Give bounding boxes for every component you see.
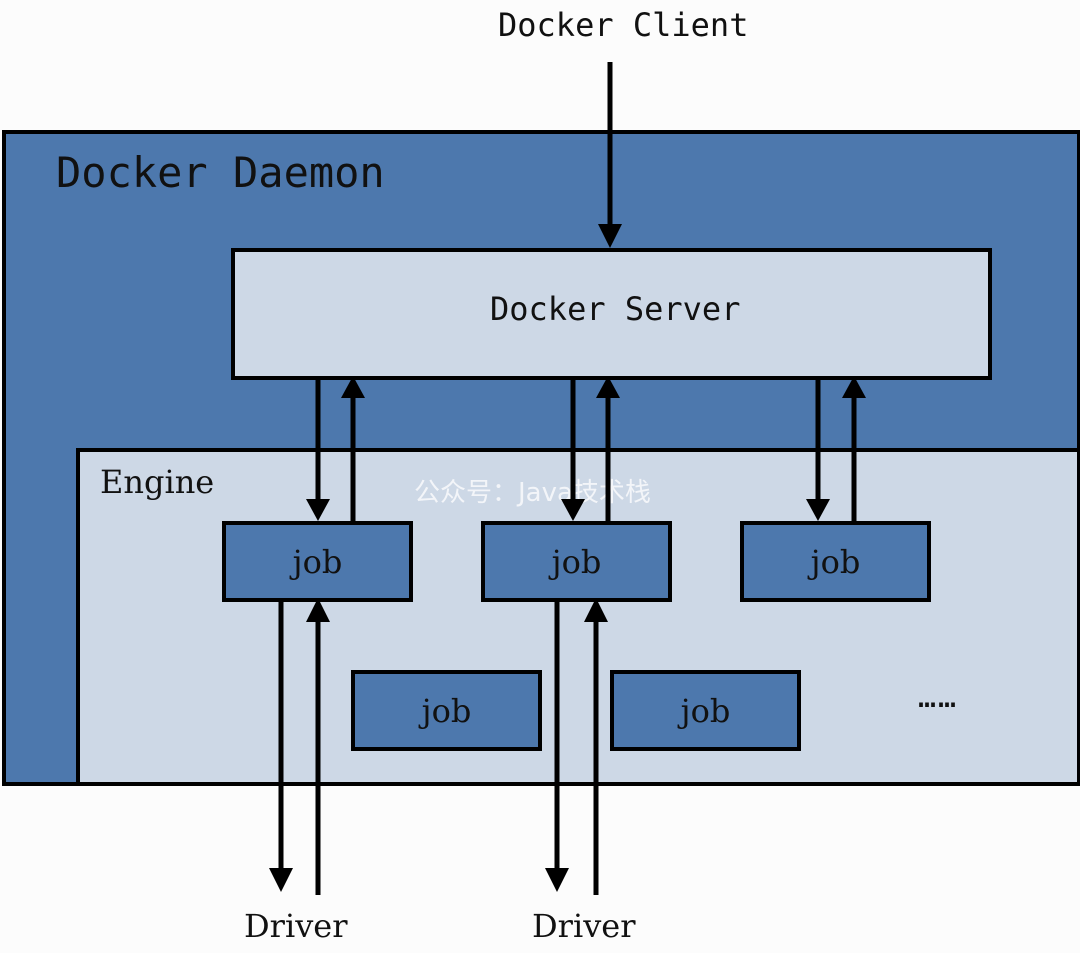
job1-to-driver1-arrowhead — [269, 868, 293, 892]
driver-label-1: Driver — [244, 907, 348, 945]
driver-label-2: Driver — [532, 907, 636, 945]
job-box-3: job — [740, 521, 931, 602]
job-box-4: job — [351, 670, 542, 751]
more-jobs-ellipsis: …… — [918, 680, 959, 715]
docker-server-box — [231, 248, 992, 380]
docker-client-label: Docker Client — [498, 6, 749, 44]
job-box-1: job — [222, 521, 413, 602]
job-box-2: job — [481, 521, 672, 602]
job-box-5: job — [610, 670, 801, 751]
engine-label: Engine — [100, 463, 215, 501]
docker-server-label: Docker Server — [490, 290, 741, 328]
watermark: 公众号：Java技术栈 — [414, 478, 651, 508]
job2-to-driver2-arrowhead — [545, 868, 569, 892]
docker-daemon-label: Docker Daemon — [56, 148, 385, 197]
